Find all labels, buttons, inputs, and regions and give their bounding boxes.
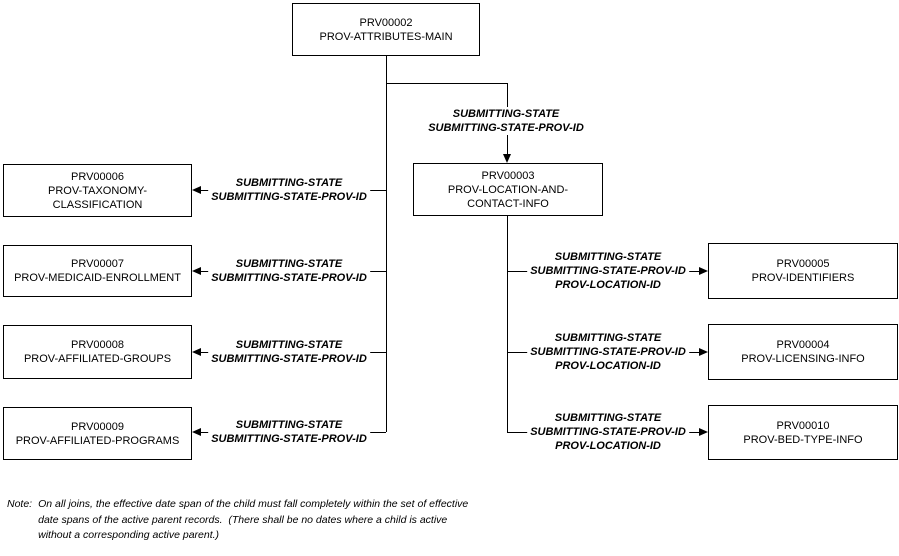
node-title: PROV-LOCATION-AND- [447,183,569,196]
node-prv00006: PRV00006 PROV-TAXONOMY- CLASSIFICATION [3,164,192,217]
edge-label-line: SUBMITTING-STATE [235,419,343,431]
arrowhead-prv00008 [192,348,201,356]
node-title: CONTACT-INFO [467,197,549,210]
arrowhead-prv00007 [192,267,201,275]
edge-label-prv00002-prv00007: SUBMITTING-STATE SUBMITTING-STATE-PROV-I… [208,257,370,285]
node-title: PROV-AFFILIATED-PROGRAMS [15,434,180,447]
node-prv00008: PRV00008 PROV-AFFILIATED-GROUPS [3,325,192,379]
node-code: PRV00008 [70,339,124,351]
note-prefix: Note: [7,498,33,510]
note-line: date spans of the active parent records.… [38,513,448,526]
node-code: PRV00005 [776,258,830,270]
edge-label-line: SUBMITTING-STATE-PROV-ID [211,191,367,203]
edge-label-prv00003-prv00004: SUBMITTING-STATE SUBMITTING-STATE-PROV-I… [527,331,689,373]
edge-label-prv00002-prv00008: SUBMITTING-STATE SUBMITTING-STATE-PROV-I… [208,338,370,366]
node-title: PROV-MEDICAID-ENROLLMENT [14,272,181,284]
node-title: PROV-TAXONOMY- [47,184,148,197]
arrowhead-prv00006 [192,186,201,194]
node-title: PROV-ATTRIBUTES-MAIN [319,30,453,43]
edge-label-prv00002-prv00009: SUBMITTING-STATE SUBMITTING-STATE-PROV-I… [208,418,370,446]
node-code: PRV00002 [359,16,413,29]
node-prv00003: PRV00003 PROV-LOCATION-AND- CONTACT-INFO [413,163,603,216]
note: Note: On all joins, the effective date s… [7,497,468,544]
edge-label-line: SUBMITTING-STATE [235,177,343,189]
node-prv00009: PRV00009 PROV-AFFILIATED-PROGRAMS [3,407,192,460]
connector-right-trunk [507,216,508,432]
edge-label-line: SUBMITTING-STATE-PROV-ID [211,353,367,365]
note-line: On all joins, the effective date span of… [38,498,469,510]
edge-label-prv00003-prv00010: SUBMITTING-STATE SUBMITTING-STATE-PROV-I… [527,411,689,453]
arrowhead-prv00009 [192,428,201,436]
note-line: without a corresponding active parent.) [38,529,220,541]
node-code: PRV00003 [481,169,535,182]
edge-label-line: SUBMITTING-STATE-PROV-ID [530,265,686,277]
edge-label-line: SUBMITTING-STATE [235,258,343,270]
edge-label-prv00003-prv00005: SUBMITTING-STATE SUBMITTING-STATE-PROV-I… [527,250,689,292]
edge-label-line: SUBMITTING-STATE [554,332,662,344]
node-title: CLASSIFICATION [52,198,143,211]
node-code: PRV00004 [776,339,830,351]
node-title: PROV-BED-TYPE-INFO [743,433,863,446]
edge-label-line: SUBMITTING-STATE [554,251,662,263]
edge-label-line: PROV-LOCATION-ID [555,440,661,452]
node-title: PROV-IDENTIFIERS [751,272,855,284]
edge-label-line: SUBMITTING-STATE-PROV-ID [211,433,367,445]
edge-label-line: SUBMITTING-STATE-PROV-ID [428,122,584,134]
edge-label-line: SUBMITTING-STATE [554,412,662,424]
node-prv00010: PRV00010 PROV-BED-TYPE-INFO [708,405,898,460]
node-prv00004: PRV00004 PROV-LICENSING-INFO [708,324,898,380]
node-title: PROV-AFFILIATED-GROUPS [23,353,172,365]
node-prv00002: PRV00002 PROV-ATTRIBUTES-MAIN [292,3,480,56]
node-code: PRV00007 [70,258,124,270]
edge-label-prv00002-prv00006: SUBMITTING-STATE SUBMITTING-STATE-PROV-I… [208,176,370,204]
arrowhead-prv00010 [699,428,708,436]
arrowhead-prv00004 [699,348,708,356]
edge-label-line: PROV-LOCATION-ID [555,360,661,372]
connector-main-trunk [386,56,387,432]
edge-label-prv00002-prv00003: SUBMITTING-STATE SUBMITTING-STATE-PROV-I… [425,107,587,135]
arrowhead-prv00005 [699,267,708,275]
node-code: PRV00009 [70,420,124,433]
edge-label-line: SUBMITTING-STATE-PROV-ID [211,272,367,284]
edge-label-line: SUBMITTING-STATE-PROV-ID [530,346,686,358]
edge-label-line: SUBMITTING-STATE [452,108,560,120]
node-prv00005: PRV00005 PROV-IDENTIFIERS [708,243,898,299]
arrowhead-prv00003 [503,154,511,163]
edge-label-line: SUBMITTING-STATE-PROV-ID [530,426,686,438]
node-code: PRV00006 [70,170,124,183]
node-title: PROV-LICENSING-INFO [741,353,865,365]
edge-label-line: PROV-LOCATION-ID [555,279,661,291]
connector-branch-prv00003-h [386,83,507,84]
note-body: On all joins, the effective date span of… [38,497,468,544]
node-code: PRV00010 [776,419,830,432]
edge-label-line: SUBMITTING-STATE [235,339,343,351]
node-prv00007: PRV00007 PROV-MEDICAID-ENROLLMENT [3,245,192,297]
